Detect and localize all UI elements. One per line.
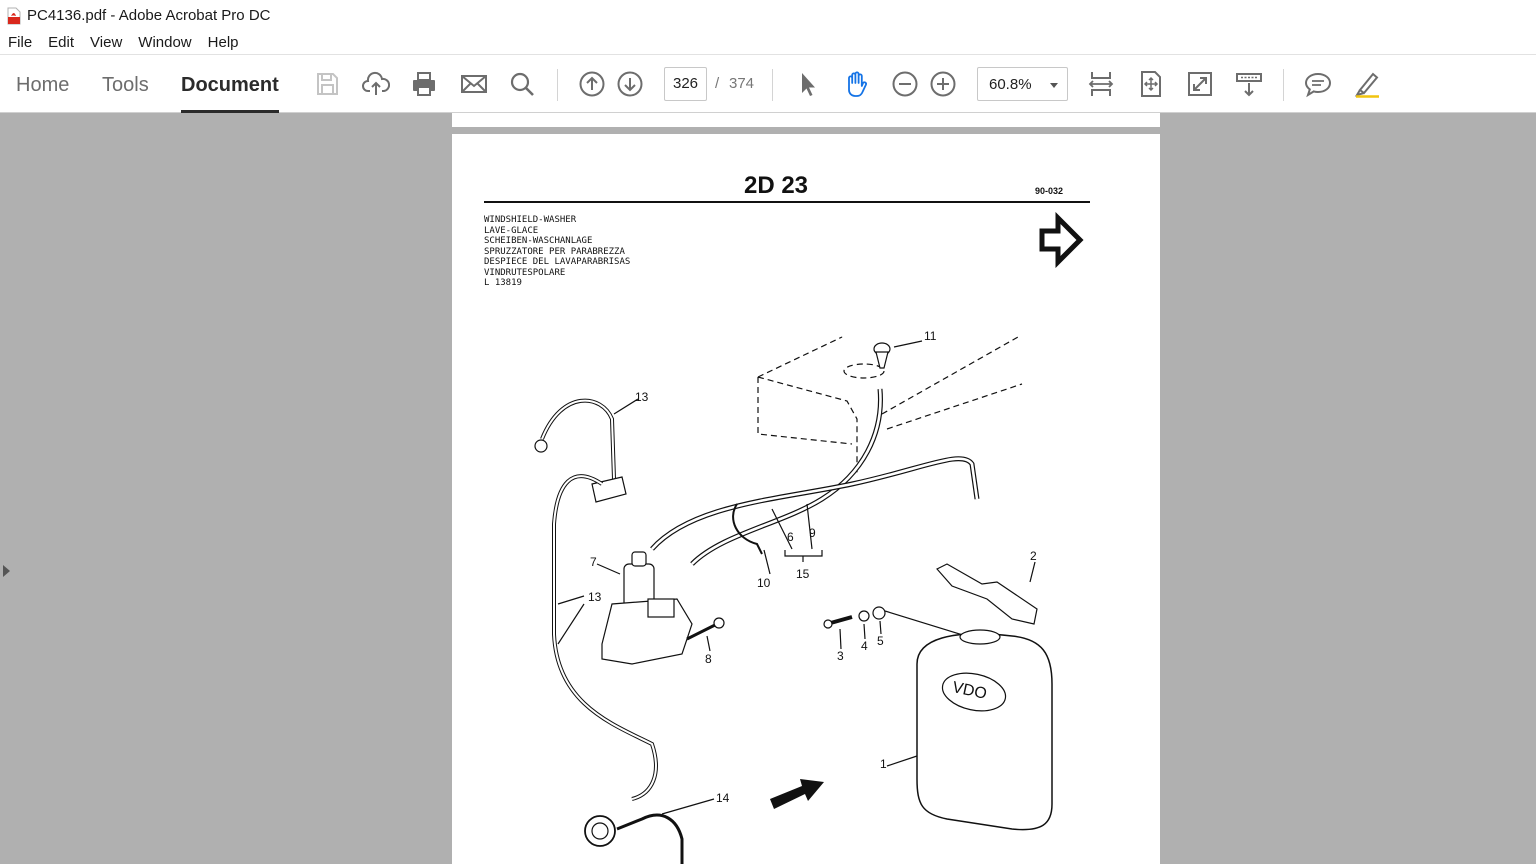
full-screen-button[interactable] bbox=[1184, 68, 1216, 100]
callout-13-lower: 13 bbox=[588, 590, 602, 604]
side-panel-toggle-icon[interactable] bbox=[3, 565, 10, 577]
parts-diagram: 11 13 13 7 6 9 15 10 2 8 3 4 5 1 14 VDO bbox=[534, 329, 1053, 864]
tab-home[interactable]: Home bbox=[16, 74, 70, 96]
page-number-input[interactable]: 326 bbox=[664, 67, 707, 101]
callout-6: 6 bbox=[787, 530, 794, 544]
upload-cloud-button[interactable] bbox=[360, 68, 392, 100]
title-line: WINDSHIELD-WASHER bbox=[484, 215, 577, 225]
email-button[interactable] bbox=[458, 68, 490, 100]
toolbar-divider bbox=[772, 69, 773, 101]
hand-icon bbox=[848, 71, 867, 97]
cursor-arrow-icon bbox=[802, 73, 815, 96]
tab-document[interactable]: Document bbox=[181, 55, 279, 113]
page-reference: 90-032 bbox=[1035, 186, 1064, 196]
printer-icon bbox=[413, 72, 435, 96]
title-line: DESPIECE DEL LAVAPARABRISAS bbox=[484, 257, 631, 267]
search-icon bbox=[510, 72, 534, 96]
highlighter-pen-icon bbox=[1354, 72, 1379, 98]
arrow-down-circle-icon bbox=[617, 71, 643, 97]
expand-icon bbox=[1188, 72, 1212, 96]
callout-4: 4 bbox=[861, 639, 868, 653]
page-total: 374 bbox=[729, 75, 755, 92]
multilingual-title: WINDSHIELD-WASHER LAVE-GLACE SCHEIBEN-WA… bbox=[484, 215, 630, 289]
menu-window[interactable]: Window bbox=[138, 33, 192, 51]
menu-bar: File Edit View Window Help bbox=[0, 30, 1536, 54]
callout-5: 5 bbox=[877, 634, 884, 648]
callout-15: 15 bbox=[796, 567, 810, 581]
fit-width-scroll-icon bbox=[1088, 72, 1114, 96]
chevron-down-icon bbox=[1050, 83, 1058, 88]
page-separator: / bbox=[715, 75, 720, 92]
document-viewport[interactable]: 2D 23 90-032 WINDSHIELD-WASHER LAVE-GLAC… bbox=[0, 113, 1536, 864]
highlight-button[interactable] bbox=[1351, 68, 1383, 100]
title-line: SCHEIBEN-WASCHANLAGE bbox=[484, 236, 593, 246]
fit-width-button[interactable] bbox=[1085, 68, 1117, 100]
vdo-logo-text: VDO bbox=[951, 679, 988, 703]
title-line: LAVE-GLACE bbox=[484, 225, 539, 236]
title-line: VINDRUTESPOLARE bbox=[484, 267, 566, 278]
callout-13-top: 13 bbox=[635, 390, 649, 404]
arrow-up-circle-icon bbox=[579, 71, 605, 97]
callout-10: 10 bbox=[757, 576, 771, 590]
print-button[interactable] bbox=[408, 68, 440, 100]
callout-14: 14 bbox=[716, 791, 730, 805]
tab-tools[interactable]: Tools bbox=[102, 74, 149, 96]
pdf-file-icon bbox=[6, 7, 22, 25]
menu-file[interactable]: File bbox=[8, 33, 33, 51]
callout-9: 9 bbox=[809, 526, 816, 540]
header-rule bbox=[484, 201, 1090, 203]
cloud-upload-icon bbox=[362, 71, 390, 95]
next-page-button[interactable] bbox=[614, 68, 646, 100]
main-toolbar: Home Tools Document 326 / 374 bbox=[0, 54, 1536, 113]
page-code: 2D 23 bbox=[743, 172, 809, 199]
minus-circle-icon bbox=[892, 71, 918, 97]
callout-11: 11 bbox=[924, 329, 937, 343]
fit-page-icon bbox=[1141, 71, 1161, 97]
toolbar-divider bbox=[557, 69, 558, 101]
zoom-out-button[interactable] bbox=[889, 68, 921, 100]
plus-circle-icon bbox=[930, 71, 956, 97]
callout-8: 8 bbox=[705, 652, 712, 666]
zoom-level-select[interactable]: 60.8% bbox=[977, 67, 1068, 101]
continue-arrow-icon bbox=[1039, 212, 1084, 268]
select-tool-button[interactable] bbox=[791, 68, 823, 100]
menu-help[interactable]: Help bbox=[207, 33, 239, 51]
callout-1: 1 bbox=[880, 757, 887, 771]
callout-3: 3 bbox=[837, 649, 844, 663]
menu-view[interactable]: View bbox=[90, 33, 123, 51]
speech-bubble-icon bbox=[1304, 72, 1332, 98]
window-title: PC4136.pdf - Adobe Acrobat Pro DC bbox=[27, 6, 271, 24]
hand-tool-button[interactable] bbox=[840, 68, 872, 100]
toolbar-divider bbox=[1283, 69, 1284, 101]
callout-7: 7 bbox=[590, 555, 597, 569]
previous-page-bottom bbox=[452, 113, 1160, 127]
title-line: L 13819 bbox=[484, 278, 522, 288]
envelope-icon bbox=[461, 75, 487, 93]
title-bar: PC4136.pdf - Adobe Acrobat Pro DC bbox=[0, 0, 1536, 30]
search-button[interactable] bbox=[506, 68, 538, 100]
fit-page-button[interactable] bbox=[1135, 68, 1167, 100]
title-line: SPRUZZATORE PER PARABREZZA bbox=[484, 246, 625, 257]
comment-button[interactable] bbox=[1302, 68, 1334, 100]
menu-edit[interactable]: Edit bbox=[48, 33, 75, 51]
zoom-in-button[interactable] bbox=[927, 68, 959, 100]
callout-2: 2 bbox=[1030, 549, 1037, 563]
previous-page-button[interactable] bbox=[576, 68, 608, 100]
zoom-value: 60.8% bbox=[989, 76, 1032, 93]
save-icon bbox=[317, 73, 338, 95]
scroll-mode-icon bbox=[1236, 73, 1262, 97]
pdf-page: 2D 23 90-032 WINDSHIELD-WASHER LAVE-GLAC… bbox=[452, 134, 1160, 864]
save-button[interactable] bbox=[311, 68, 343, 100]
scrolling-mode-button[interactable] bbox=[1233, 68, 1265, 100]
